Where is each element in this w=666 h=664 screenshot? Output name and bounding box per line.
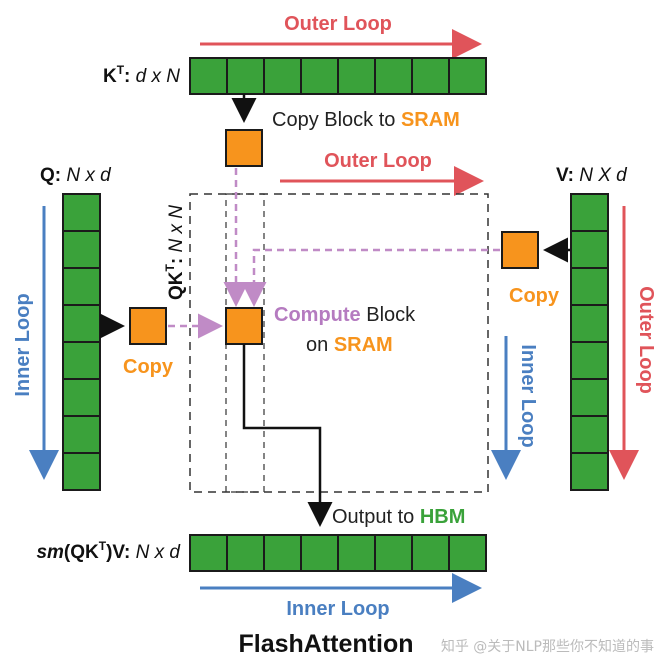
kt-cell	[411, 57, 450, 95]
v-cell	[570, 378, 609, 417]
v-cell	[570, 452, 609, 491]
kt-cell	[448, 57, 487, 95]
sram-v-block	[501, 231, 539, 269]
sram-k-block	[225, 129, 263, 167]
q-cell	[62, 304, 101, 343]
q-cell	[62, 267, 101, 306]
v-matrix	[570, 193, 609, 491]
inner-loop-bottom-label: Inner Loop	[286, 598, 389, 620]
v-cell	[570, 341, 609, 380]
diagram-title: FlashAttention	[239, 630, 414, 658]
output-cell	[300, 534, 339, 572]
compute-block-label: Compute Block	[274, 304, 416, 326]
kt-matrix	[189, 57, 487, 95]
output-label: Output to HBM	[332, 506, 465, 528]
compute-on-sram-label: on SRAM	[306, 334, 393, 356]
output-cell	[448, 534, 487, 572]
outer-loop-mid-label: Outer Loop	[324, 150, 432, 172]
q-cell	[62, 341, 101, 380]
output-cell	[226, 534, 265, 572]
kt-cell	[226, 57, 265, 95]
kt-cell	[374, 57, 413, 95]
kt-cell	[263, 57, 302, 95]
output-cell	[189, 534, 228, 572]
output-matrix-label: sm(QKT)V: N x d	[36, 539, 181, 563]
outer-loop-right-label: Outer Loop	[635, 286, 657, 394]
v-cell	[570, 230, 609, 269]
q-label: Q: N x d	[40, 165, 112, 186]
watermark: 知乎 @关于NLP那些你不知道的事	[440, 639, 654, 655]
inner-loop-left-label: Inner Loop	[12, 293, 34, 396]
qkt-label: QKT: N x N	[163, 205, 187, 300]
output-cell	[263, 534, 302, 572]
outer-loop-top-label: Outer Loop	[284, 13, 392, 35]
v-label: V: N X d	[556, 165, 628, 186]
inner-loop-right-label: Inner Loop	[517, 344, 539, 447]
v-cell	[570, 267, 609, 306]
qkt-matrix-box	[189, 193, 489, 493]
output-cell	[411, 534, 450, 572]
q-cell	[62, 378, 101, 417]
output-arrow	[242, 344, 333, 527]
q-matrix	[62, 193, 101, 491]
output-cell	[337, 534, 376, 572]
q-cell	[62, 452, 101, 491]
kt-cell	[189, 57, 228, 95]
compute-block	[225, 307, 263, 345]
copy-right-label: Copy	[509, 285, 560, 307]
kt-cell	[300, 57, 339, 95]
copy-block-label: Copy Block to SRAM	[272, 109, 460, 131]
q-cell	[62, 415, 101, 454]
kt-cell	[337, 57, 376, 95]
output-matrix	[189, 534, 487, 572]
output-cell	[374, 534, 413, 572]
q-cell	[62, 193, 101, 232]
v-to-compute-arrow	[241, 248, 500, 307]
v-cell	[570, 415, 609, 454]
v-cell	[570, 304, 609, 343]
sram-q-block	[129, 307, 167, 345]
kt-label: KT: d x N	[103, 63, 180, 87]
copy-left-label: Copy	[123, 356, 174, 378]
q-cell	[62, 230, 101, 269]
v-cell	[570, 193, 609, 232]
